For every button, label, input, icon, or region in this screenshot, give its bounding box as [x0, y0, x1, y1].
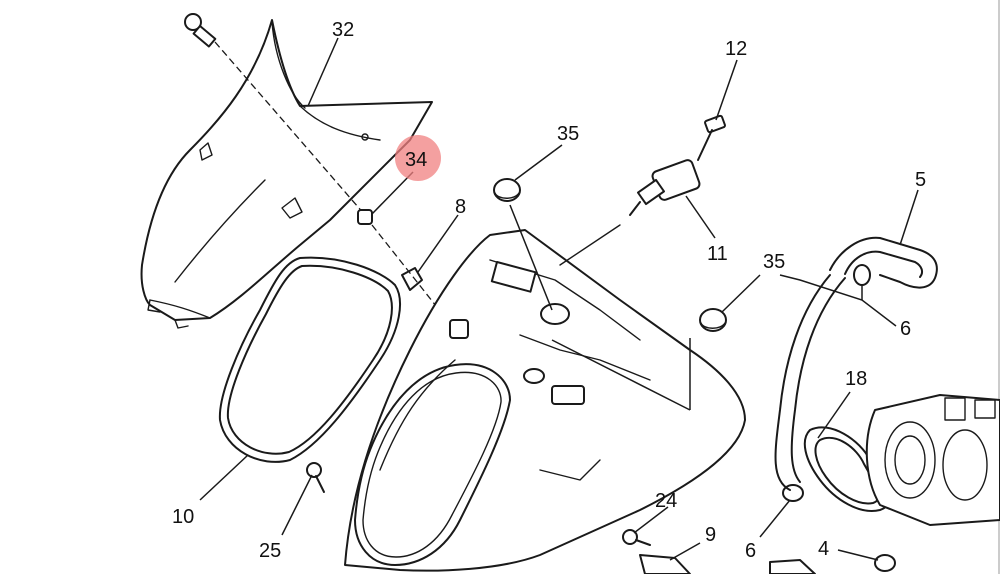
leader-35b: [721, 274, 761, 313]
inner-body-panel[interactable]: [344, 229, 746, 572]
part-34-grommet[interactable]: [357, 209, 373, 225]
callout-32[interactable]: 32: [332, 19, 354, 41]
callout-10[interactable]: 10: [172, 506, 194, 528]
callout-35-b[interactable]: 35: [763, 251, 785, 273]
part-25-screw[interactable]: [306, 462, 325, 493]
leader-9: [669, 542, 701, 561]
leader-10: [199, 454, 249, 501]
top-screw[interactable]: [184, 13, 217, 48]
part-18-boot[interactable]: [803, 426, 891, 512]
leader-11: [685, 195, 716, 239]
part-6-clamp-a[interactable]: [853, 264, 871, 286]
callout-11[interactable]: 11: [707, 243, 728, 265]
long-hose[interactable]: [774, 274, 846, 491]
sensor-guide-line: [559, 224, 621, 266]
part-35-cap-b[interactable]: [699, 308, 727, 332]
leader-35a-body: [509, 204, 553, 311]
part-4-clamp[interactable]: [874, 554, 896, 572]
callout-18[interactable]: 18: [845, 368, 867, 390]
part-10-seal[interactable]: [218, 256, 401, 463]
callout-12[interactable]: 12: [725, 38, 747, 60]
callout-4[interactable]: 4: [818, 538, 829, 560]
part-24-screw[interactable]: [622, 529, 651, 546]
callout-9[interactable]: 9: [705, 524, 716, 546]
leader-34: [371, 171, 414, 215]
callout-6-b[interactable]: 6: [745, 540, 756, 562]
throttle-body[interactable]: [865, 394, 1000, 526]
leader-35b-body: [551, 339, 691, 411]
callout-24[interactable]: 24: [655, 490, 677, 512]
callout-34[interactable]: 34: [405, 149, 427, 171]
leader-8: [417, 214, 459, 273]
part-11-sensor[interactable]: [629, 159, 701, 216]
leader-25: [281, 474, 313, 536]
callout-25[interactable]: 25: [259, 540, 281, 562]
part-32-cowl[interactable]: [140, 19, 433, 329]
part-5-hose[interactable]: [829, 236, 938, 289]
callout-8[interactable]: 8: [455, 196, 466, 218]
leader-35a: [514, 144, 563, 181]
leader-5: [899, 189, 919, 246]
leader-12: [715, 59, 738, 121]
callout-5[interactable]: 5: [915, 169, 926, 191]
part-35-cap-a[interactable]: [493, 178, 521, 202]
callout-34-highlight: [395, 135, 441, 181]
leader-24: [633, 506, 669, 534]
leader-6a: [779, 274, 897, 327]
leader-4: [837, 549, 879, 561]
leader-18: [817, 391, 851, 439]
leader-6b: [759, 499, 791, 538]
part-9-bracket[interactable]: [639, 554, 691, 574]
leader-32: [307, 37, 339, 107]
dash-top-screw: [214, 41, 366, 216]
part-12-bolt[interactable]: [697, 114, 726, 161]
callout-35-a[interactable]: 35: [557, 123, 579, 145]
bottom-clip[interactable]: [769, 559, 816, 574]
callout-6-a[interactable]: 6: [900, 318, 911, 340]
part-8-clip[interactable]: [401, 267, 423, 291]
